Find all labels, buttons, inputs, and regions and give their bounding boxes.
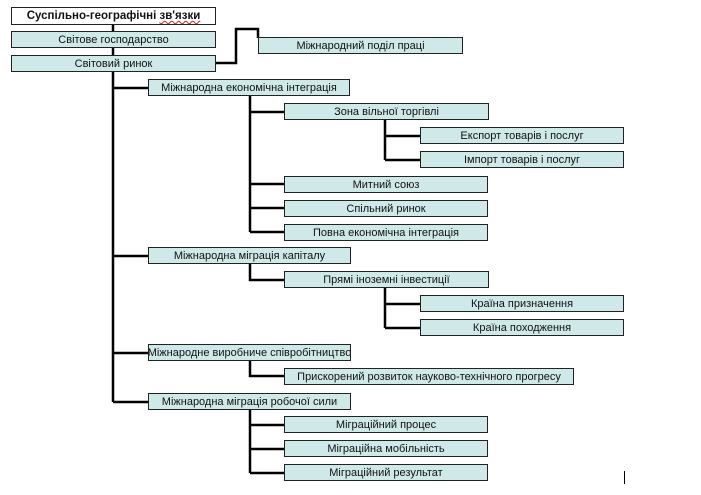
node-division-of-labor: Міжнародний поділ праці	[258, 37, 463, 54]
node-free-trade: Зона вільної торгівлі	[284, 103, 489, 120]
trunk-capital	[248, 264, 284, 282]
connector-division	[215, 27, 260, 65]
node-fdi: Прямі іноземні інвестиції	[284, 271, 489, 288]
node-destination-country: Країна призначення	[420, 295, 624, 312]
node-labor-migration: Міжнародна міграція робочої сили	[148, 393, 351, 410]
root-title: Суспільно-географічні	[26, 10, 160, 22]
node-sci-tech-progress: Прискорений розвиток науково-технічного …	[284, 368, 574, 385]
trunk-production	[248, 361, 284, 378]
node-customs-union: Митний союз	[284, 176, 488, 193]
root-title-box: Суспільно-географічні зв'язки	[11, 7, 216, 25]
root-title-flagged-word: зв'язки	[159, 10, 201, 22]
node-migration-mobility: Міграційна мобільність	[284, 440, 488, 457]
node-migration-result: Міграційний результат	[284, 464, 488, 481]
node-origin-country: Країна походження	[420, 319, 624, 336]
node-export: Експорт товарів і послуг	[420, 127, 624, 144]
node-world-market: Світовий ринок	[11, 55, 216, 72]
node-world-economy: Світове господарство	[11, 31, 216, 48]
node-common-market: Спільний ринок	[284, 200, 488, 217]
text-cursor	[624, 471, 625, 484]
node-migration-process: Міграційний процес	[284, 416, 488, 433]
node-econ-integration: Міжнародна економічна інтеграція	[148, 79, 350, 96]
node-capital-migration: Міжнародна міграція капіталу	[148, 247, 351, 264]
node-production-coop: Міжнародне виробниче співробітництво	[148, 344, 351, 361]
node-import: Імпорт товарів і послуг	[420, 151, 624, 168]
node-full-integration: Повна економічна інтеграція	[284, 224, 488, 241]
